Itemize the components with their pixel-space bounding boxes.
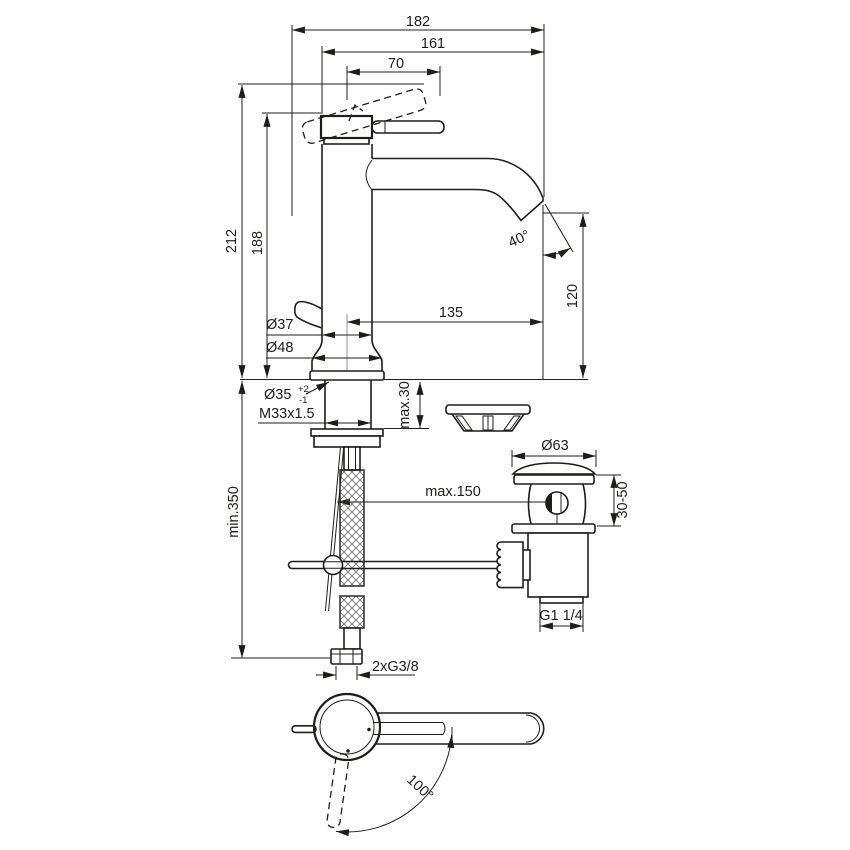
dimension-labels: 182 161 70 212 188 135 120 40° Ø37 Ø48 Ø… [224, 14, 631, 804]
dia-35: Ø35 [264, 387, 291, 403]
hose-braided-upper [339, 469, 365, 587]
dimension-lines [231, 24, 621, 837]
dim-30-50: 30-50 [615, 481, 631, 518]
dim-max150: max.150 [425, 484, 481, 500]
waste-dome [511, 462, 597, 475]
popup-rod [324, 447, 341, 612]
thread-2xg38: 2xG3/8 [372, 659, 419, 675]
body-top-inner-circle [319, 699, 375, 755]
dia-48: Ø48 [266, 340, 293, 356]
hose-nut [330, 648, 363, 665]
faucet-front-view [287, 88, 544, 665]
body-top-circle [312, 692, 382, 762]
waste-strainer-insert [445, 404, 531, 432]
mounting-nut [313, 435, 381, 448]
thread-g114: G1 1/4 [539, 608, 583, 624]
spout [372, 157, 544, 222]
hose-bottom-connector [343, 627, 361, 650]
body-left-edge [311, 144, 323, 371]
dim-161: 161 [421, 36, 445, 52]
knurled-nut [496, 541, 524, 589]
dim-min350: min.350 [226, 486, 242, 538]
linkage-rod [287, 560, 499, 570]
dim-120: 120 [565, 284, 581, 308]
lever-end-cap [530, 712, 545, 745]
thread-m33: M33x1.5 [259, 406, 315, 422]
dia-35-tol-plus: +2 [298, 384, 309, 395]
angle-40: 40° [506, 227, 533, 251]
angle-100: 100° [403, 772, 436, 804]
waste-flange [513, 474, 595, 485]
base-ring [309, 370, 385, 381]
dim-135: 135 [439, 305, 463, 321]
dia-37: Ø37 [266, 317, 293, 333]
body-right-edge [371, 144, 383, 371]
waste-tailpipe [539, 596, 584, 604]
dia-63: Ø63 [541, 438, 568, 454]
waste-mid-flange [511, 523, 596, 534]
mounting-washer [310, 428, 384, 437]
dim-70: 70 [388, 56, 404, 72]
hose-braided-lower [339, 595, 365, 629]
dim-212: 212 [224, 229, 240, 253]
dim-182: 182 [406, 14, 430, 30]
side-pin [291, 724, 317, 734]
head-ring [323, 137, 370, 145]
dim-188: 188 [250, 231, 266, 255]
linkage-ball-joint [322, 554, 344, 576]
waste-body [527, 532, 589, 598]
handle-raised-dashed [301, 88, 427, 144]
dim-max30: max.30 [397, 381, 413, 429]
popup-waste-valve [496, 462, 597, 604]
hose-top-connector [343, 446, 361, 471]
faucet-top-view [291, 692, 545, 829]
popup-actuator [293, 300, 323, 329]
spout-fillet [365, 159, 373, 191]
dia-35-tol-minus: -1 [299, 395, 307, 406]
handle-lever [371, 120, 445, 134]
handle-swivel-dashed [326, 753, 350, 829]
